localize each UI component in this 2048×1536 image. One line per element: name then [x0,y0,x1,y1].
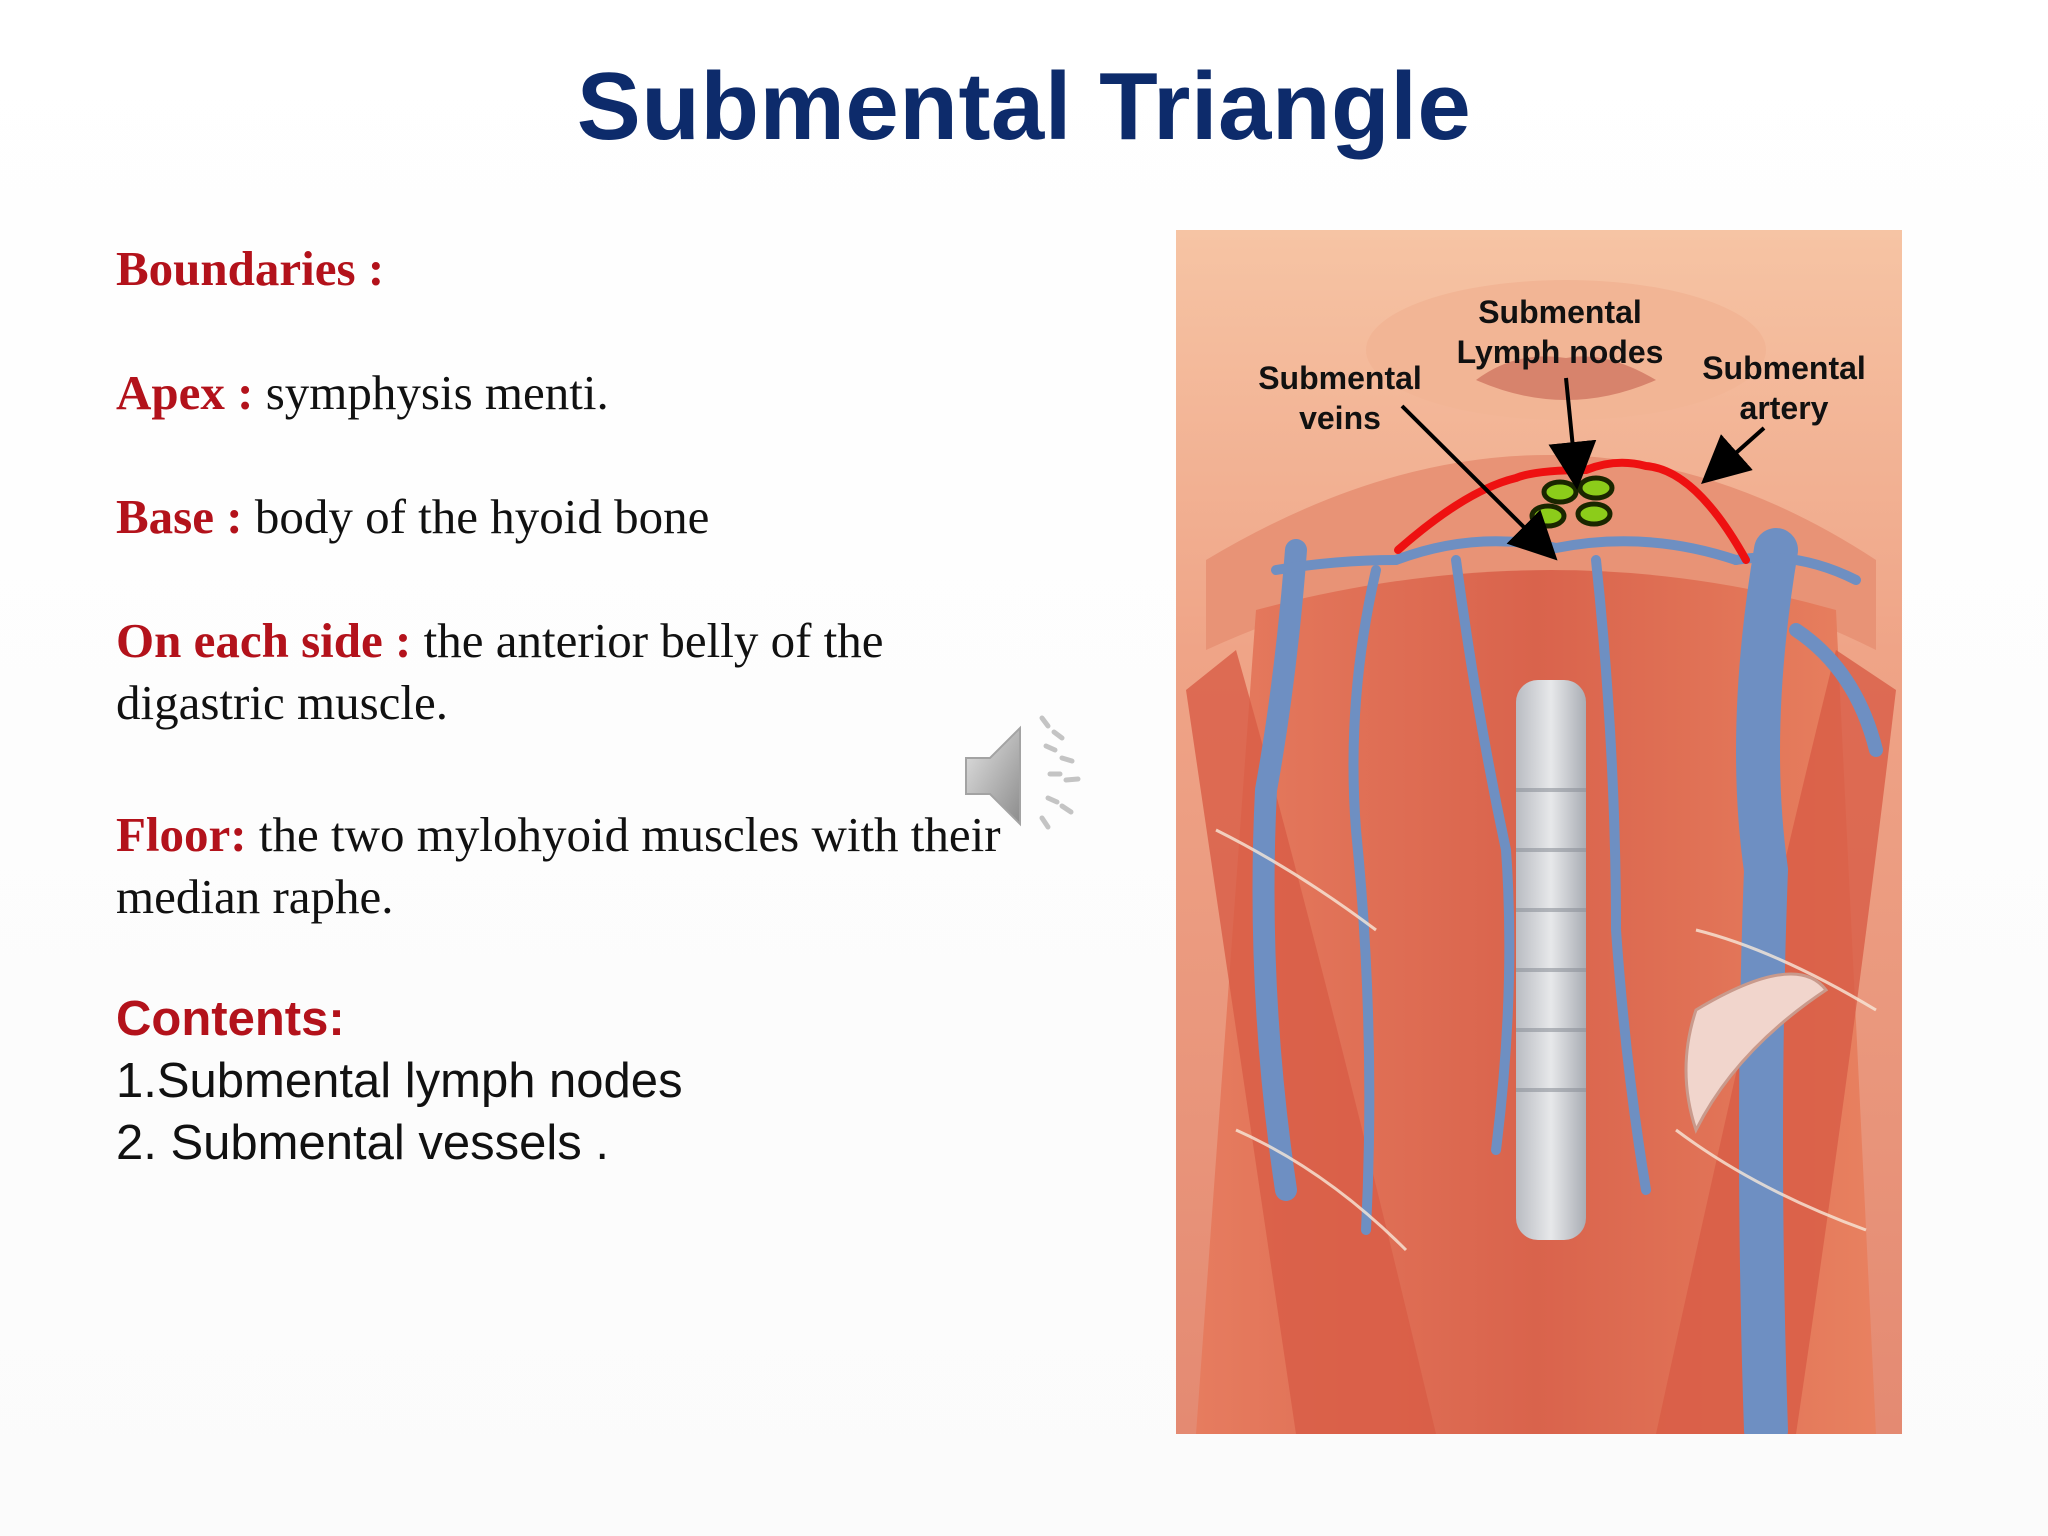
chin-shape [1366,280,1766,420]
arrow-veins [1400,404,1558,561]
apex-label: Apex : [116,365,254,420]
apex-text: symphysis menti. [253,365,609,420]
boundaries-heading-text: Boundaries : [116,241,385,296]
side-label: On each side : [116,613,412,668]
lymph-node [1541,479,1579,505]
label-submental-veins: Submental veins [1240,358,1440,438]
base-line: Base : body of the hyoid bone [116,486,1076,548]
base-text: body of the hyoid bone [242,489,710,544]
arrow-lymph-nodes [1548,377,1597,490]
label-artery-line2: artery [1739,390,1829,426]
label-submental-artery: Submental artery [1676,348,1892,428]
lymph-node [1529,503,1567,529]
anatomy-illustration [1176,230,1902,1434]
speaker-icon[interactable] [958,706,1098,846]
label-veins-line1: Submental [1258,360,1422,396]
floor-line: Floor: the two mylohyoid muscles with th… [116,804,1076,928]
lymph-node [1575,501,1613,527]
contents-item-1: 1.Submental lymph nodes [116,1054,683,1108]
label-lymph-nodes-line1: Submental [1478,294,1642,330]
floor-text: the two mylohyoid muscles with their med… [116,807,1001,924]
contents-block: Contents: 1.Submental lymph nodes 2. Sub… [116,988,683,1174]
contents-heading: Contents: [116,992,345,1046]
slide-title: Submental Triangle [576,53,1472,160]
omohyoid [1684,972,1829,1134]
arrow-artery [1701,426,1766,484]
floor-label: Floor: [116,807,247,862]
base-label: Base : [116,489,243,544]
label-veins-line2: veins [1299,400,1381,436]
boundaries-heading: Boundaries : [116,238,1076,300]
contents-item-2: 2. Submental vessels . [116,1116,609,1170]
lymph-node [1577,475,1615,501]
trachea [1516,680,1586,1240]
label-submental-lymph-nodes: Submental Lymph nodes [1440,292,1680,372]
apex-line: Apex : symphysis menti. [116,362,1076,424]
side-line: On each side : the anterior belly of the… [116,610,946,734]
label-lymph-nodes-line2: Lymph nodes [1456,334,1664,370]
side-text: the anterior belly of the digastric musc… [116,613,884,730]
label-artery-line1: Submental [1702,350,1866,386]
